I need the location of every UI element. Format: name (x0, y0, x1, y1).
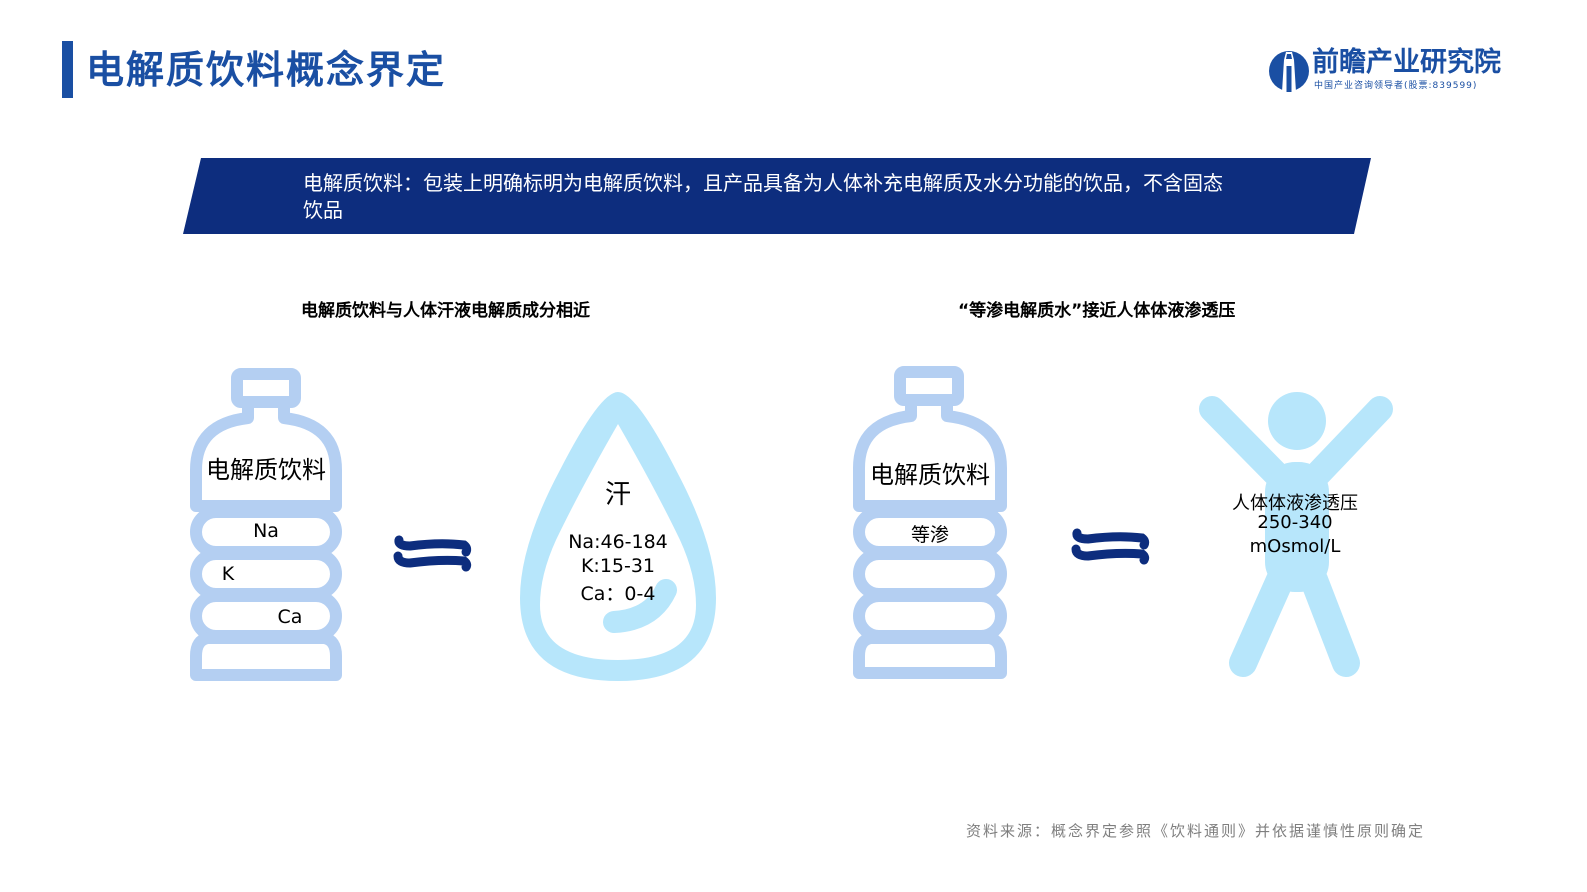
drop-value-ca: Ca：0-4 (580, 583, 656, 605)
lighthouse-logo-icon (1269, 51, 1309, 92)
drop-value-na: Na:46-184 (568, 531, 668, 553)
person-line-2: 250-340 (1257, 512, 1333, 533)
company-logo: 前瞻产业研究院 中国产业咨询领导者(股票:839599) (1268, 46, 1513, 96)
source-note: 资料来源：概念界定参照《饮料通则》并依据谨慎性原则确定 (966, 822, 1426, 840)
definition-text: 电解质饮料：包装上明确标明为电解质饮料，且产品具备为人体补充电解质及水分功能的饮… (303, 171, 1223, 222)
approx-icon-right (1071, 528, 1150, 565)
left-panel-heading: 电解质饮料与人体汗液电解质成分相近 (301, 301, 590, 321)
bottle-right-label: 电解质饮料 (870, 461, 990, 489)
bottle-right-item-isotonic: 等渗 (910, 524, 949, 546)
logo-name: 前瞻产业研究院 (1312, 47, 1501, 78)
right-panel-heading: “等渗电解质水”接近人体体液渗透压 (958, 301, 1236, 321)
drop-value-k: K:15-31 (580, 555, 656, 577)
logo-tagline: 中国产业咨询领导者(股票:839599) (1314, 81, 1478, 91)
drop-label: 汗 (604, 480, 631, 510)
bottle-left-item-ca: Ca (277, 606, 303, 628)
person-line-3: mOsmol/L (1249, 536, 1341, 557)
title-accent-bar (62, 41, 73, 98)
person-line-1: 人体体液渗透压 (1232, 493, 1358, 514)
bottle-left-item-k: K (221, 563, 235, 585)
approx-icon-left (393, 535, 472, 572)
bottle-left-label: 电解质饮料 (206, 456, 326, 484)
page-title: 电解质饮料概念界定 (86, 48, 447, 92)
bottle-left-item-na: Na (253, 520, 279, 542)
